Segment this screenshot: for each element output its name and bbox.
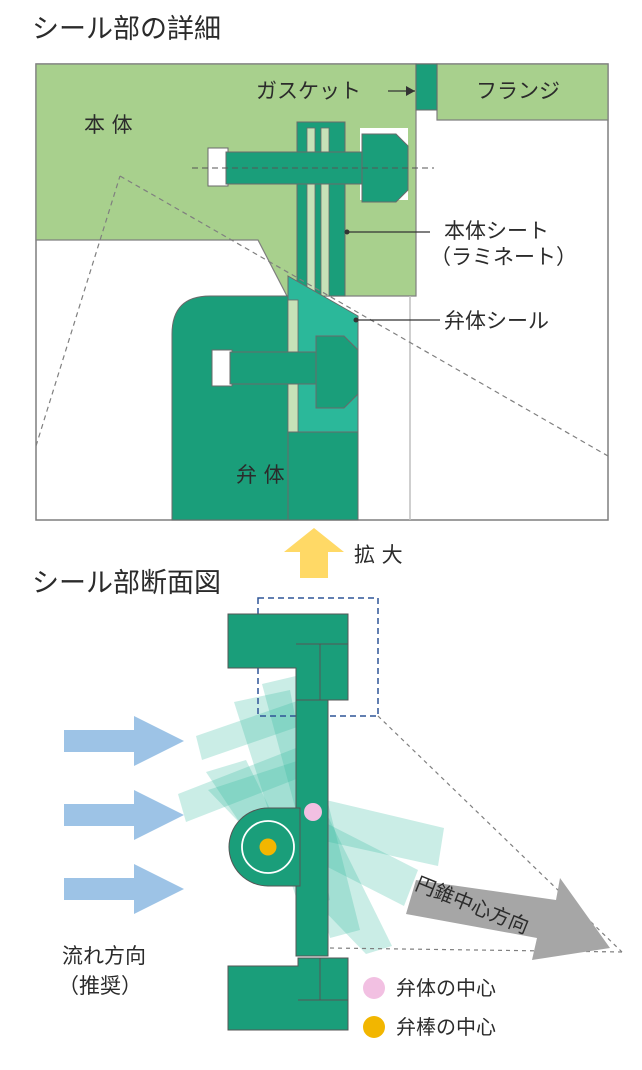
legend: 弁体の中心 弁棒の中心: [363, 976, 496, 1039]
enlarge-label: 拡 大: [354, 543, 403, 567]
enlarge-arrow-icon: [284, 528, 344, 578]
body-label: 本 体: [84, 113, 133, 137]
lower-body-block: [227, 957, 349, 1031]
legend-shaft-center-swatch: [363, 1016, 385, 1038]
disc-center-dot: [304, 803, 322, 821]
disc-label: 弁 体: [236, 463, 285, 487]
flow-direction-label: 流れ方向: [62, 944, 146, 968]
legend-shaft-center-label: 弁棒の中心: [396, 1015, 496, 1039]
body-seat-label: 本体シート: [444, 219, 549, 243]
detail-title: シール部の詳細: [32, 14, 221, 45]
flow-arrow-icon: [64, 716, 184, 914]
gasket-label: ガスケット: [256, 79, 361, 103]
detail-view: ガスケット フランジ 本 体 本体シート （ラミネート） 弁体シール 弁 体: [35, 63, 609, 521]
lower-bolt-head: [315, 335, 359, 409]
cone-direction-arrow-icon: [406, 878, 610, 960]
section-view: 円錐中心方向 流れ方向 （推奨） 弁体の中心 弁棒の中心: [58, 597, 623, 1039]
legend-disc-center-label: 弁体の中心: [396, 976, 496, 1000]
gasket-shape: [415, 63, 438, 111]
flange-label: フランジ: [476, 79, 560, 103]
shaft-center-dot: [259, 838, 277, 856]
section-title: シール部断面図: [32, 568, 221, 599]
body-seat-sub-label: （ラミネート）: [430, 245, 577, 269]
section-disc: [295, 699, 329, 957]
zoom-box: [257, 597, 379, 717]
legend-disc-center-swatch: [363, 977, 385, 999]
flow-recommended-label: （推奨）: [58, 974, 142, 998]
disc-seal-label: 弁体シール: [444, 309, 549, 333]
